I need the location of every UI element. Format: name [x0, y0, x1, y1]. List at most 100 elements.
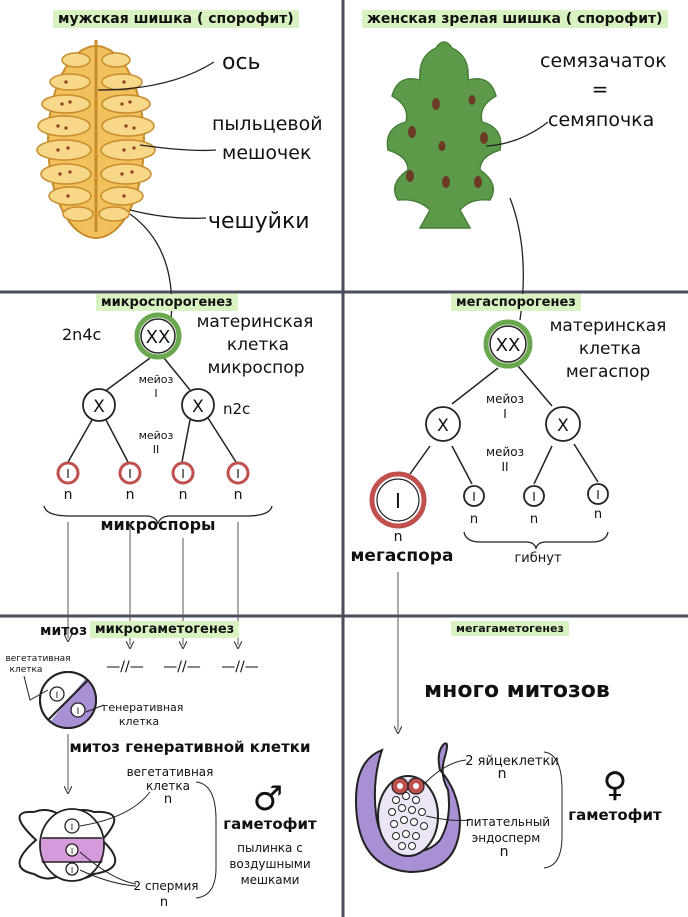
gen-cell-symbol: I: [77, 707, 80, 717]
label-equals: =: [592, 77, 609, 101]
pollen-desc-3: мешками: [241, 873, 300, 887]
female-cone-illustration: [386, 41, 502, 229]
micro-spore-1-symbol: I: [66, 467, 70, 481]
label-pollen-sac-2: мешочек: [222, 142, 311, 164]
mega-meiosis-2-num: II: [501, 460, 508, 474]
skip-2: —//—: [163, 659, 200, 675]
title-megasporogenesis: мегаспорогенез: [451, 294, 581, 311]
label-pollen-sac-1: пыльцевой: [212, 113, 323, 135]
micro-n-1: n: [64, 487, 73, 503]
micro-tree-lines: [67, 357, 237, 463]
mega-die-label: гибнут: [514, 551, 561, 566]
label-ovule-2: семяпочка: [548, 109, 654, 131]
endo-n: n: [500, 844, 509, 860]
sperm-1-symbol: I: [71, 847, 73, 856]
mega-mother-3: мегаспор: [566, 362, 650, 382]
endo-label-2: эндосперм: [472, 831, 541, 845]
mega-mother-1: материнская: [550, 316, 667, 336]
mature-pollen-leaders: [79, 781, 217, 899]
skip-3: —//—: [221, 659, 258, 675]
mega-spore-2-symbol: I: [472, 490, 476, 504]
gen-leader: [85, 704, 105, 713]
gen-label-1: генеративная: [103, 701, 184, 714]
micro-mother-3: микроспор: [208, 358, 305, 378]
micro-ploidy-n2c: n2c: [223, 400, 250, 418]
title-microsporogenesis: микроспорогенез: [96, 294, 238, 311]
veg-cell-symbol: I: [56, 691, 59, 701]
veg-label-2: клетка: [10, 665, 43, 675]
title-microgametogenesis: микрогаметогенез: [90, 621, 240, 638]
sperm-n: n: [160, 895, 168, 910]
pollen-grain-mature: [18, 808, 117, 882]
title-male-cone: мужская шишка ( спорофит): [53, 10, 299, 28]
micro-brace: [43, 505, 273, 525]
gen-label-2: клетка: [119, 715, 159, 728]
micro-spores: [56, 461, 250, 485]
micro-cells-meiosis1: [82, 388, 215, 422]
endo-label-1: питательный: [466, 815, 550, 829]
micro-mother-2: клетка: [227, 335, 289, 355]
micro-meiosis-1-num: I: [154, 387, 157, 400]
many-mitoses-label: много митозов: [424, 678, 610, 703]
mega-brace: [463, 531, 609, 551]
mega-n-4: n: [594, 507, 602, 522]
mega-megaspore-label: мегаспора: [351, 546, 454, 566]
micro-ploidy-2n4c: 2n4c: [62, 325, 101, 344]
mega-cell-right-symbol: X: [557, 416, 569, 436]
mega-meiosis-1-num: I: [503, 407, 507, 421]
mega-spore-3-symbol: I: [532, 490, 536, 504]
mega-tree-lines: [409, 365, 599, 485]
sperm-label: 2 спермия: [134, 879, 199, 893]
mega-megaspore-cell: [369, 471, 427, 529]
micro-mother-cell: [134, 312, 182, 360]
ovule-leaders: [423, 751, 563, 869]
micro-spore-4-symbol: I: [236, 467, 240, 481]
micro-meiosis-1-label: мейоз: [139, 373, 174, 386]
male-gametophyte-label: гаметофит: [223, 815, 317, 833]
micro-meiosis-2-label: мейоз: [139, 429, 174, 442]
mega-mother-2: клетка: [579, 339, 641, 359]
mega-cell-left-symbol: X: [437, 416, 449, 436]
male-cone-leaders: [97, 61, 217, 331]
label-ovule-1: семязачаток: [540, 50, 667, 72]
micro-meiosis-2-num: II: [153, 443, 160, 456]
skip-1: —//—: [106, 659, 143, 675]
mega-meiosis-2-label: мейоз: [486, 445, 524, 459]
female-symbol: ♀: [603, 765, 628, 805]
mature-veg-label-1: вегетативная: [127, 765, 214, 779]
mega-megaspore-symbol: I: [395, 489, 401, 513]
title-megagametogenesis: мегагаметогенез: [451, 621, 569, 636]
eggs-n: n: [498, 766, 507, 782]
micro-n-2: n: [126, 487, 135, 503]
micro-spore-2-symbol: I: [128, 467, 132, 481]
micro-result-label: микроспоры: [100, 515, 215, 534]
title-female-cone: женская зрелая шишка ( спорофит): [362, 10, 668, 28]
mitosis-generative-label: митоз генеративной клетки: [70, 738, 311, 756]
micro-n-4: n: [234, 487, 243, 503]
female-gametophyte-label: гаметофит: [568, 806, 662, 824]
label-axis: ось: [222, 50, 261, 75]
pollen-desc-2: воздушными: [229, 857, 310, 871]
mega-mother-symbol: XX: [496, 335, 521, 356]
mature-veg-symbol: I: [71, 823, 74, 833]
label-scales: чешуйки: [208, 209, 310, 234]
mega-meiosis-1-label: мейоз: [486, 392, 524, 406]
micro-cell-left-symbol: X: [93, 397, 105, 417]
male-symbol: ♂: [253, 779, 283, 819]
mega-spore-4-symbol: I: [596, 488, 600, 502]
mature-veg-n: n: [164, 792, 172, 807]
mega-dying-spores: [463, 483, 609, 507]
micro-spore-3-symbol: I: [181, 467, 185, 481]
eggs-label: 2 яйцеклетки: [465, 754, 559, 769]
micro-mother-symbol: XX: [146, 327, 171, 348]
micro-mother-1: материнская: [197, 312, 314, 332]
micro-n-3: n: [179, 487, 188, 503]
pollen-desc-1: пылинка с: [237, 841, 303, 855]
mega-cells-meiosis1: [425, 406, 581, 442]
veg-label-1: вегетативная: [5, 654, 70, 664]
mega-n-3: n: [530, 512, 538, 527]
mega-n-1: n: [394, 529, 403, 545]
mature-veg-label-2: клетка: [146, 779, 190, 793]
